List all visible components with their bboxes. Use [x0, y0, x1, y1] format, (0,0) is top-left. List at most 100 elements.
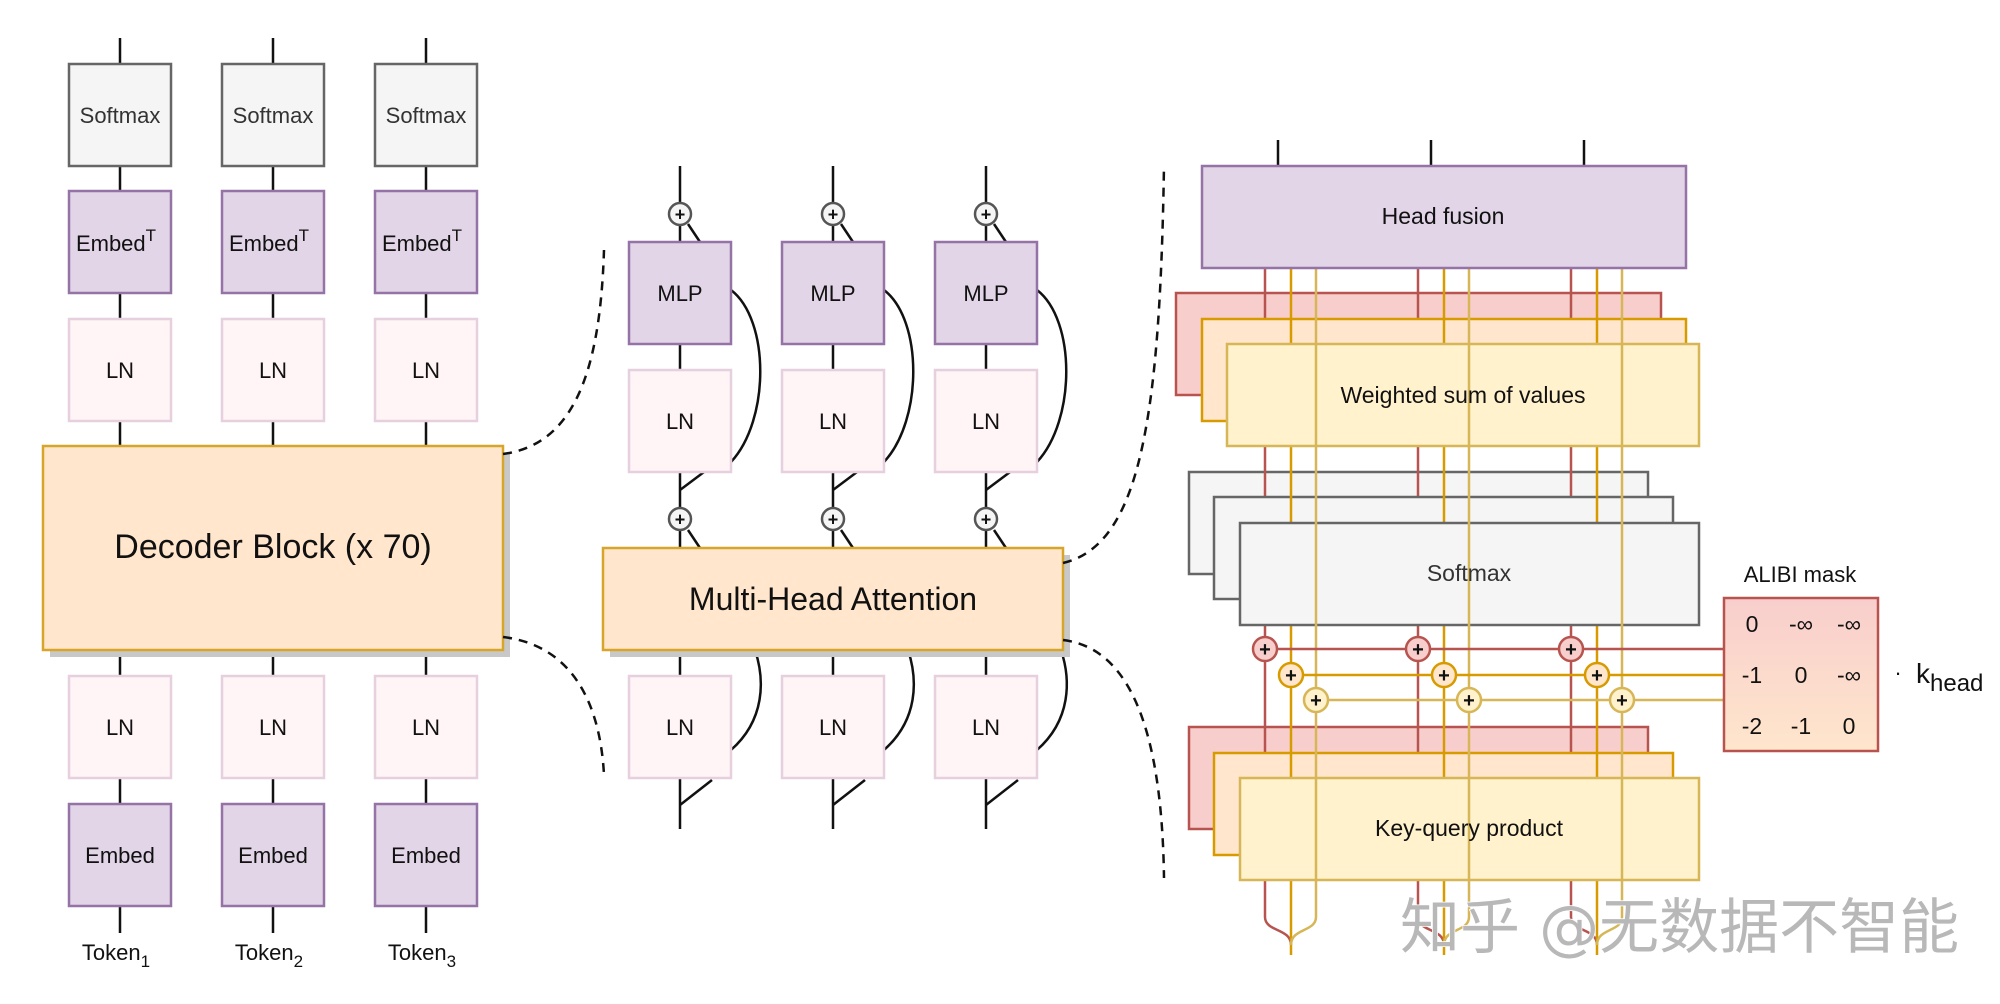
head-fusion-label: Head fusion	[1382, 203, 1505, 229]
embed-layernorm-box[interactable]	[373, 674, 479, 780]
head-fusion-box[interactable]	[1200, 164, 1688, 270]
plus-symbol: +	[981, 204, 992, 224]
multi-head-attention-block[interactable]	[601, 546, 1065, 652]
output-softmax-label: Softmax	[386, 103, 467, 128]
plus-symbol: +	[1412, 639, 1424, 661]
head-3-path	[1442, 268, 1471, 946]
final-layernorm-label: LN	[106, 358, 134, 383]
alibi-cell: -∞	[1837, 611, 1861, 637]
alibi-title: ALIBI mask	[1744, 562, 1857, 587]
attention-layernorm-box[interactable]	[627, 674, 733, 780]
residual-add-attention: +	[973, 506, 999, 532]
alibi-add-head-1: +	[1404, 635, 1432, 663]
residual-merge	[686, 223, 702, 243]
output-softmax-label: Softmax	[80, 103, 161, 128]
mlp-layernorm-box[interactable]	[933, 368, 1039, 474]
alibi-feed-lines	[1265, 647, 1724, 702]
output-softmax-box[interactable]	[373, 62, 479, 168]
embed-box[interactable]	[373, 802, 479, 908]
residual-add-mlp: +	[667, 201, 693, 227]
alibi-add-head-3: +	[1302, 686, 1330, 714]
plus-symbol: +	[1310, 690, 1322, 712]
residual-skip-attention	[883, 649, 916, 751]
plus-symbol: +	[1463, 690, 1475, 712]
alibi-add-head-1: +	[1251, 635, 1279, 663]
embed-box[interactable]	[220, 802, 326, 908]
plus-symbol: +	[828, 509, 839, 529]
add-icon	[973, 506, 999, 532]
attention-layernorm-box[interactable]	[933, 674, 1039, 780]
decoder-column-1: MLP LN LN + +	[627, 201, 733, 780]
weighted-sum-box[interactable]	[1225, 342, 1701, 448]
mlp-box[interactable]	[780, 240, 886, 346]
mlp-layernorm-box[interactable]	[780, 368, 886, 474]
connector-attention-bottom	[1062, 638, 1166, 879]
final-layernorm-box[interactable]	[373, 317, 479, 423]
residual-merge	[839, 529, 855, 549]
final-layernorm-box[interactable]	[220, 317, 326, 423]
residual-skip-attention	[1036, 649, 1069, 751]
unembed-label: EmbedT	[382, 226, 462, 256]
connector-attention-top	[1062, 164, 1166, 565]
alibi-add-head-2: +	[1583, 661, 1611, 689]
add-icon	[820, 506, 846, 532]
plus-symbol: +	[1591, 665, 1603, 687]
attention-layernorm-label: LN	[666, 715, 694, 740]
unembed-box[interactable]	[220, 189, 326, 295]
plus-symbol: +	[1285, 665, 1297, 687]
plus-symbol: +	[1565, 639, 1577, 661]
alibi-cell: -2	[1742, 713, 1762, 739]
final-layernorm-box[interactable]	[67, 317, 173, 423]
key-query-label: Key-query product	[1375, 815, 1564, 841]
connector-decoder-top	[502, 249, 606, 456]
output-softmax-box[interactable]	[67, 62, 173, 168]
mlp-layernorm-box[interactable]	[627, 368, 733, 474]
mlp-label: MLP	[657, 281, 702, 306]
attention-layernorm-box[interactable]	[780, 674, 886, 780]
unembed-box[interactable]	[67, 189, 173, 295]
head-3-path	[1289, 268, 1318, 946]
mlp-layernorm-label: LN	[972, 409, 1000, 434]
mlp-layernorm-label: LN	[666, 409, 694, 434]
embed-layernorm-box[interactable]	[220, 674, 326, 780]
add-icon	[1608, 686, 1636, 714]
plus-symbol: +	[981, 509, 992, 529]
plus-symbol: +	[1616, 690, 1628, 712]
token-label: Token1	[82, 940, 150, 971]
mlp-box[interactable]	[627, 240, 733, 346]
mlp-box[interactable]	[933, 240, 1039, 346]
multi-head-attention-label: Multi-Head Attention	[689, 581, 977, 617]
embed-layernorm-label: LN	[412, 715, 440, 740]
residual-merge	[992, 223, 1008, 243]
residual-merge	[686, 529, 702, 549]
residual-skip-mlp	[883, 289, 915, 463]
add-icon	[1455, 686, 1483, 714]
add-icon	[973, 201, 999, 227]
decoder-block[interactable]	[41, 444, 505, 652]
head-3-path	[1595, 268, 1624, 946]
softmax-label: Softmax	[1427, 560, 1512, 586]
embed-layernorm-box[interactable]	[67, 674, 173, 780]
output-softmax-box[interactable]	[220, 62, 326, 168]
plus-symbol: +	[675, 509, 686, 529]
add-icon	[1404, 635, 1432, 663]
decoder-detail: Multi-Head Attention MLPLNLN++MLPLNLN++M…	[601, 166, 1070, 829]
embed-label: Embed	[85, 843, 155, 868]
add-icon	[1430, 661, 1458, 689]
token-label: Token3	[388, 940, 456, 971]
decoder-block-label: Decoder Block (x 70)	[114, 528, 431, 566]
weighted-sum-label: Weighted sum of values	[1340, 382, 1585, 408]
unembed-box[interactable]	[373, 189, 479, 295]
add-icon	[667, 201, 693, 227]
watermark: 知乎 @无数据不智能	[1400, 893, 1959, 963]
alibi-add-head-2: +	[1430, 661, 1458, 689]
alibi-cell: 0	[1843, 713, 1856, 739]
plus-symbol: +	[1259, 639, 1271, 661]
alibi-cell: 0	[1746, 611, 1759, 637]
embed-box[interactable]	[67, 802, 173, 908]
attention-detail: Head fusion Weighted sum of values Softm…	[1174, 140, 1983, 955]
residual-branch	[679, 779, 713, 806]
